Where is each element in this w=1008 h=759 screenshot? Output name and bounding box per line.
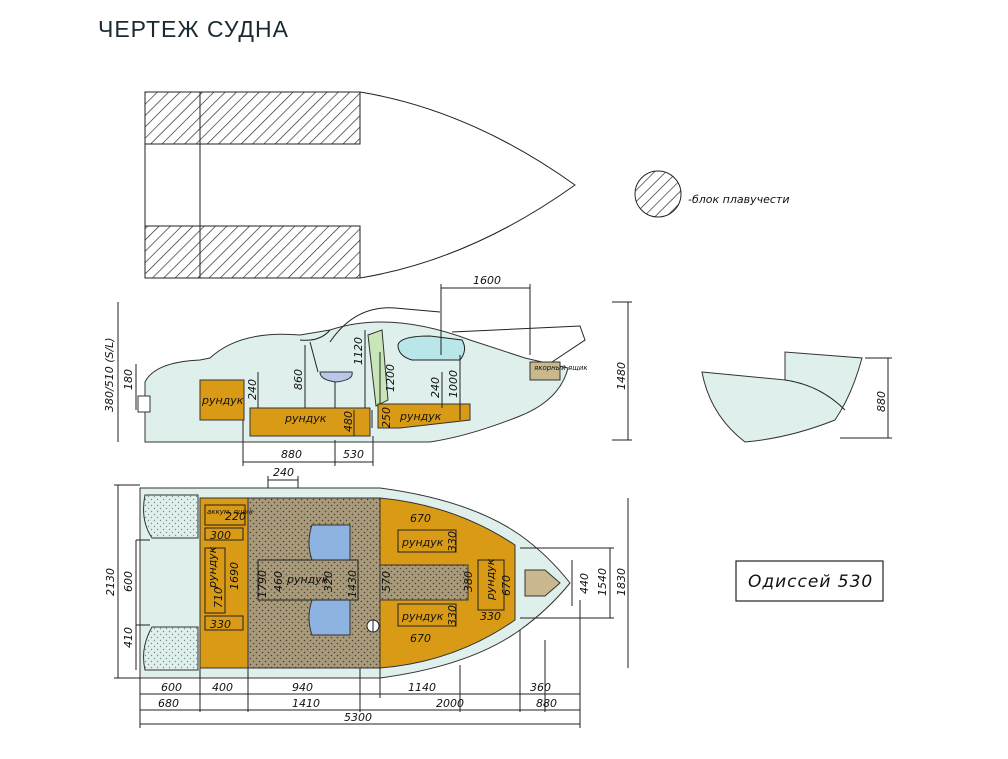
dim-940: 940 [292,681,313,694]
dim-1120: 1120 [352,337,365,365]
plan-label-storage-bow-3: рундук [484,558,497,601]
dim-600-vertical: 600 [122,571,135,592]
side-dimension-lines [117,284,632,498]
legend-label: -блок плавучести [688,193,789,206]
plan-label-storage-bow-1: рундук [401,536,444,549]
dim-400: 400 [212,681,233,694]
side-storage-middle [249,407,371,437]
flotation-legend: -блок плавучести [634,170,789,218]
dim-5300: 5300 [344,711,372,724]
dim-670-bottom: 670 [410,632,431,645]
dim-1480: 1480 [615,362,628,390]
dim-380: 380 [462,571,475,592]
dim-1790: 1790 [256,570,269,598]
dim-330-bow-bottom: 330 [446,605,459,626]
model-name: Одиссей 530 [748,572,873,592]
dim-710: 710 [212,587,225,608]
dim-330-aft: 330 [210,618,231,631]
side-label-storage-3: рундук [399,410,442,423]
dim-570: 570 [380,571,393,592]
dim-220: 220 [225,510,246,523]
dim-320: 320 [322,571,335,592]
flotation-outline-view [144,91,576,279]
dim-2130: 2130 [104,568,117,596]
dim-1410: 1410 [292,697,320,710]
dim-1200: 1200 [384,364,397,392]
side-storage-bow [377,403,471,429]
dim-380-510: 380/510 (S/L) [103,337,116,412]
dim-1140: 1140 [408,681,436,694]
plan-label-storage-bow-2: рундук [401,610,444,623]
dim-1430: 1430 [346,570,359,598]
dim-330-bow-side: 330 [480,610,501,623]
plan-label-storage-cockpit: рундук [286,573,329,586]
plan-dimension-lines [114,484,629,728]
dim-860: 860 [292,369,305,390]
dim-1690: 1690 [228,562,241,590]
side-view: якорный ящик [137,307,588,443]
dim-1830: 1830 [615,568,628,596]
battery-box-label: аккум. ящик [207,508,254,516]
dim-1540: 1540 [596,568,609,596]
dim-360: 360 [530,681,551,694]
dim-670-bow: 670 [500,575,513,596]
dim-240-bow: 240 [429,377,442,398]
dim-240-side: 240 [246,379,259,400]
transom-view [701,351,892,443]
anchor-box-label: якорный ящик [534,364,588,372]
plan-label-storage-aft: рундук [206,546,219,589]
dim-880-transom: 880 [875,391,888,412]
dim-670-top: 670 [410,512,431,525]
dim-680: 680 [158,697,179,710]
dim-880-bottom: 880 [536,697,557,710]
dim-530: 530 [343,448,364,461]
dim-600-bottom: 600 [161,681,182,694]
dim-240-top: 240 [273,466,294,479]
model-plate: Одиссей 530 [735,560,884,602]
dim-330-bow-top: 330 [446,531,459,552]
dim-1600: 1600 [473,274,501,287]
side-label-storage-2: рундук [284,412,327,425]
dim-880-side: 880 [281,448,302,461]
dim-300: 300 [210,529,231,542]
dim-180: 180 [122,369,135,390]
dim-2000: 2000 [436,697,464,710]
dim-440: 440 [578,573,591,594]
dim-250: 250 [380,407,393,428]
side-label-storage-1: рундук [201,394,244,407]
page-title: ЧЕРТЕЖ СУДНА [98,16,289,42]
dim-1000: 1000 [447,370,460,398]
dim-480: 480 [342,411,355,432]
dim-460: 460 [272,571,285,592]
dim-410: 410 [122,627,135,648]
plan-view [139,487,571,679]
side-storage-aft [199,379,245,421]
